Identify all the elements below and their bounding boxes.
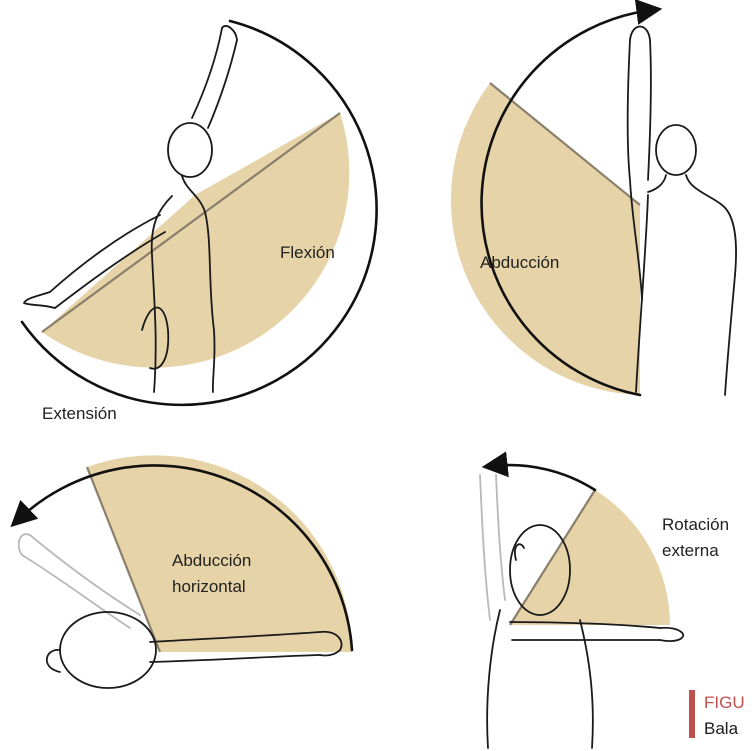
abduction-figure [628, 27, 736, 396]
panel-horizontal-abduction: Abducción horizontal [18, 455, 352, 688]
external-rotation-sector [510, 490, 670, 625]
flexion-label: Flexión [280, 243, 335, 262]
external-rotation-arc [492, 465, 595, 490]
external-rotation-label-2: externa [662, 541, 719, 560]
horizontal-abduction-label-2: horizontal [172, 577, 246, 596]
flexion-sector [42, 113, 349, 368]
abduction-label: Abducción [480, 253, 559, 272]
panel-flexion: Flexión Extensión [22, 21, 377, 423]
caption-title: FIGU [704, 693, 745, 712]
figure-caption: FIGU Bala [689, 690, 745, 738]
horizontal-abduction-label-1: Abducción [172, 551, 251, 570]
caption-bar [689, 690, 695, 738]
extension-label: Extensión [42, 404, 117, 423]
external-rotation-label-1: Rotación [662, 515, 729, 534]
panel-abduction: Abducción [451, 10, 736, 395]
caption-body: Bala [704, 719, 739, 738]
